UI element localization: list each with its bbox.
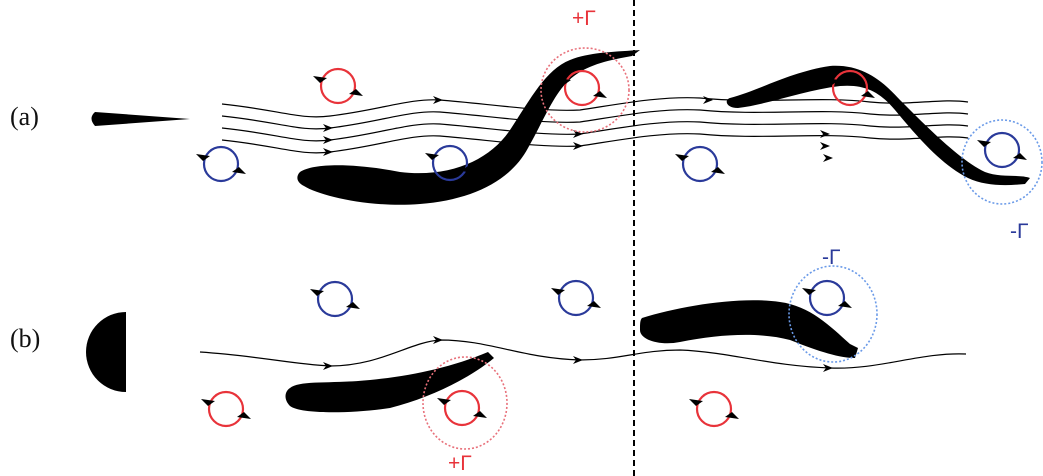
vortex-arc <box>565 88 599 105</box>
vortex-arrowhead <box>593 91 607 98</box>
vortex-arc <box>683 164 717 181</box>
arrowhead <box>823 154 833 162</box>
vortex-arrowhead <box>587 301 601 308</box>
vortex-arc <box>985 150 1019 167</box>
vortex-arc <box>810 298 844 315</box>
vortex-arc <box>318 299 352 316</box>
vortex-arrowhead <box>349 89 363 96</box>
vortex-arrowhead <box>437 398 451 405</box>
filament-body-a-right <box>727 66 1030 185</box>
gamma-label-a-positive: +Γ <box>572 7 596 30</box>
streamline <box>222 110 968 129</box>
vortex-arrowhead <box>861 91 875 98</box>
vortex-arc <box>559 298 593 315</box>
vortex-group <box>196 69 1027 426</box>
vortex-arrowhead <box>313 76 327 83</box>
vortex-arc <box>209 392 243 409</box>
vortex-arrowhead <box>425 153 439 160</box>
obstacle-wedge <box>92 112 191 126</box>
vortex-arc <box>433 146 467 163</box>
vortex-arc <box>683 147 717 164</box>
arrowhead <box>820 130 830 138</box>
vortex-arc <box>318 282 352 299</box>
vortex-arrowhead <box>551 288 565 295</box>
vortex-arc <box>833 88 867 105</box>
gamma-label-b-positive: +Γ <box>448 452 472 475</box>
arrowhead <box>703 96 713 104</box>
vortex-arrowhead <box>196 154 210 161</box>
vortex-arc <box>559 281 593 298</box>
panel-label-a: (a) <box>10 102 39 131</box>
vortex-arrowhead <box>838 301 852 308</box>
vortex-arrowhead <box>473 411 487 418</box>
vortex-arrowhead <box>711 167 725 174</box>
filament-body-b-right <box>640 300 858 358</box>
streamline <box>222 134 968 153</box>
vortex-arc <box>321 69 355 86</box>
streamlines-a <box>222 98 968 153</box>
obstacle-half-disk <box>86 312 126 392</box>
vortex-arrowhead <box>310 289 324 296</box>
vortex-arrowhead <box>675 154 689 161</box>
arrowhead <box>433 336 443 344</box>
vortex-arc <box>810 281 844 298</box>
vortex-arrowhead <box>1013 153 1027 160</box>
vortex-arc <box>985 133 1019 150</box>
vortex-arc <box>204 147 238 164</box>
vortex-arc <box>204 164 238 181</box>
vortex-arc <box>697 392 731 409</box>
filament-body-b-left <box>286 352 495 412</box>
streamline-arrows-b <box>323 336 833 372</box>
vortex-arrowhead <box>802 288 816 295</box>
vortex-arrowhead <box>237 412 251 419</box>
vortex-arrowhead <box>725 412 739 419</box>
streamline-arrows-a <box>323 96 833 162</box>
vortex-arrowhead <box>689 399 703 406</box>
panel-label-b: (b) <box>10 324 40 353</box>
vortex-arc <box>445 408 479 425</box>
vortex-arc <box>697 409 731 426</box>
vortex-arrowhead <box>346 302 360 309</box>
gamma-label-a-negative: -Γ <box>1010 220 1029 243</box>
vortex-arc <box>445 391 479 408</box>
vortex-arrowhead <box>977 140 991 147</box>
vortex-arrowhead <box>232 167 246 174</box>
arrowhead <box>820 142 830 150</box>
vortex-arrowhead <box>201 399 215 406</box>
vortex-arc <box>321 86 355 103</box>
vortex-arc <box>209 409 243 426</box>
